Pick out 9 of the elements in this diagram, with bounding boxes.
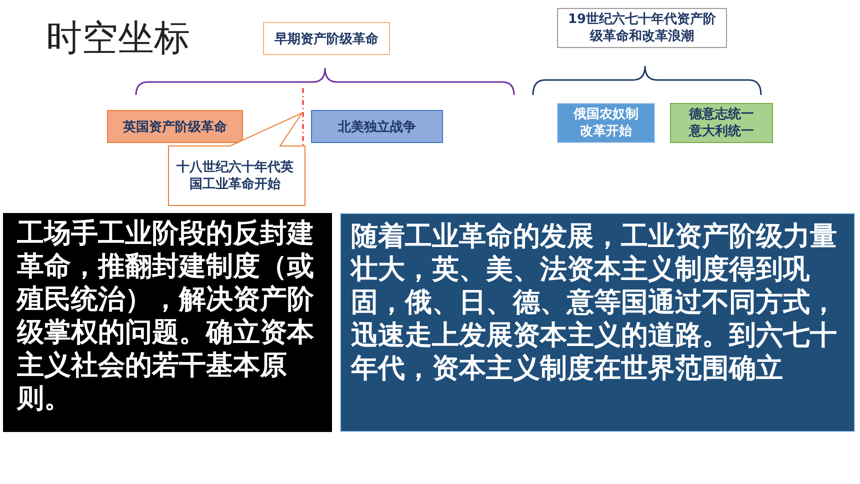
text-panel: 随着工业革命的发展，工业资产阶级力量壮大，英、美、法资本主义制度得到巩固，俄、日、德、意等国通过不同方式，迅速走上发展资本主义的道路。到六七十年代，资本主义制度在世界范围确立 xyxy=(340,213,855,432)
title: 时空坐标 xyxy=(46,17,190,61)
text-panel: 工场手工业阶段的反封建革命，推翻封建制度（或殖民统治），解决资产阶级掌权的问题。确立资本主义社会的若干基本原则。 xyxy=(3,213,332,432)
event-box: 俄国农奴制改革开始 xyxy=(557,103,655,143)
event-box: 德意志统一意大利统一 xyxy=(670,103,773,143)
event-box: 北美独立战争 xyxy=(311,110,443,143)
event-box: 英国资产阶级革命 xyxy=(107,110,243,143)
category-box: 19世纪六七十年代资产阶级革命和改革浪潮 xyxy=(557,8,727,48)
category-box: 早期资产阶级革命 xyxy=(263,22,390,55)
